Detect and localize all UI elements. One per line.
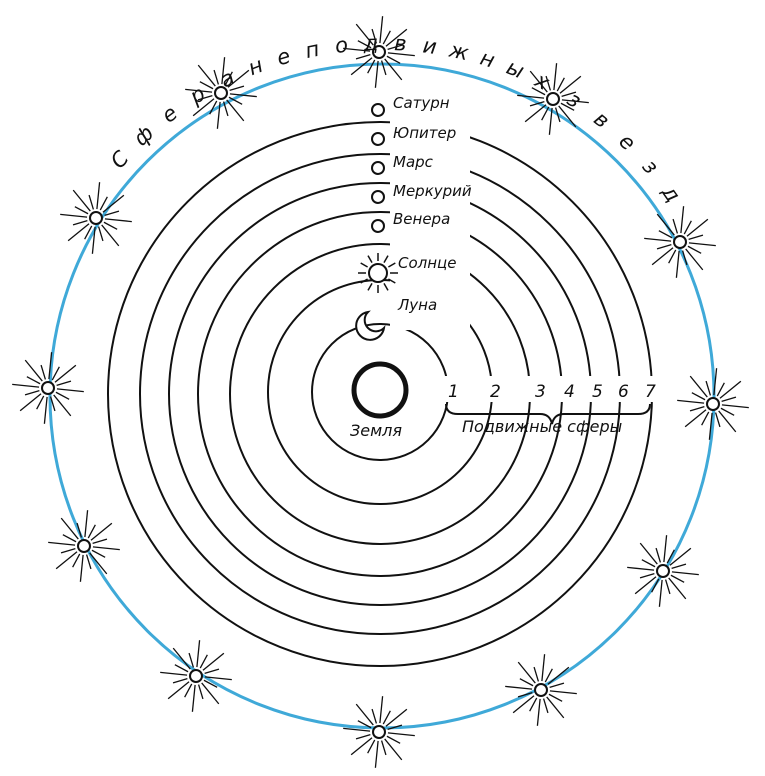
fixed-star-icon bbox=[185, 57, 257, 129]
fixed-star-icon bbox=[160, 640, 232, 712]
fixed-star-sphere-letter: д bbox=[362, 31, 378, 55]
earth-circle bbox=[351, 361, 409, 419]
sphere-number-5: 5 bbox=[592, 382, 603, 402]
fixed-star-icon bbox=[627, 535, 699, 607]
fixed-star-sphere-letter: д bbox=[657, 180, 686, 206]
mercury-marker-icon bbox=[371, 190, 385, 204]
fixed-star-icon bbox=[505, 654, 577, 726]
body-label-mercury: Меркурий bbox=[393, 182, 472, 200]
fixed-star-icon bbox=[677, 368, 749, 440]
fixed-star-icon bbox=[12, 352, 84, 424]
fixed-star-sphere-letter: е bbox=[614, 129, 640, 155]
fixed-star-sphere-letter: з bbox=[638, 155, 664, 179]
fixed-stars bbox=[12, 16, 749, 768]
fixed-star-icon bbox=[343, 696, 415, 768]
sphere-number-6: 6 bbox=[618, 382, 629, 402]
sphere-number-1: 1 bbox=[448, 382, 459, 402]
fixed-star-icon bbox=[644, 206, 716, 278]
fixed-star-sphere-letter: н bbox=[245, 53, 266, 80]
sphere-number-7: 7 bbox=[645, 382, 656, 402]
fixed-star-sphere-letter: в bbox=[589, 106, 614, 132]
fixed-star-sphere-letter: в bbox=[394, 31, 408, 56]
number-label-backdrop bbox=[440, 376, 660, 402]
fixed-star-sphere-letter: х bbox=[530, 68, 553, 96]
fixed-star-sphere-letter: ж bbox=[446, 38, 471, 66]
sphere-number-2: 2 bbox=[490, 382, 501, 402]
sun-icon bbox=[358, 253, 398, 293]
sphere-number-3: 3 bbox=[535, 382, 546, 402]
sphere-number-4: 4 bbox=[564, 382, 575, 402]
moving-spheres-bracket bbox=[445, 403, 651, 425]
fixed-star-sphere-letter: е bbox=[274, 44, 293, 71]
moving-spheres-label: Подвижные сферы bbox=[462, 417, 622, 436]
fixed-star-icon bbox=[343, 16, 415, 88]
fixed-star-sphere-letter: и bbox=[422, 33, 439, 59]
fixed-star-sphere-letter: С bbox=[106, 146, 134, 173]
fixed-star-sphere-letter: ф bbox=[129, 121, 158, 151]
fixed-star-sphere-letter: е bbox=[157, 101, 182, 128]
body-label-jupiter: Юпитер bbox=[393, 124, 456, 142]
fixed-star-sphere-letter: п bbox=[303, 37, 321, 63]
saturn-marker-icon bbox=[371, 103, 385, 117]
fixed-star-icon bbox=[517, 63, 589, 135]
moving-spheres bbox=[107, 94, 660, 667]
earth-label: Земля bbox=[350, 421, 402, 440]
body-label-saturn: Сатурн bbox=[393, 94, 450, 112]
mars-marker-icon bbox=[371, 161, 385, 175]
body-label-sun: Солнце bbox=[398, 254, 456, 272]
fixed-star-sphere-letter: ы bbox=[503, 55, 527, 83]
jupiter-marker-icon bbox=[371, 132, 385, 146]
body-label-moon: Луна bbox=[397, 296, 437, 314]
fixed-star-icon bbox=[48, 510, 120, 582]
fixed-star-icon bbox=[60, 182, 132, 254]
moon-crescent-icon bbox=[355, 310, 386, 341]
fixed-star-sphere-letter: н bbox=[477, 46, 497, 73]
fixed-star-sphere-letter: о bbox=[334, 33, 350, 58]
planet-label-backdrop bbox=[390, 94, 470, 330]
body-label-venus: Венера bbox=[393, 210, 450, 228]
body-label-mars: Марс bbox=[393, 153, 434, 171]
venus-marker-icon bbox=[371, 219, 385, 233]
